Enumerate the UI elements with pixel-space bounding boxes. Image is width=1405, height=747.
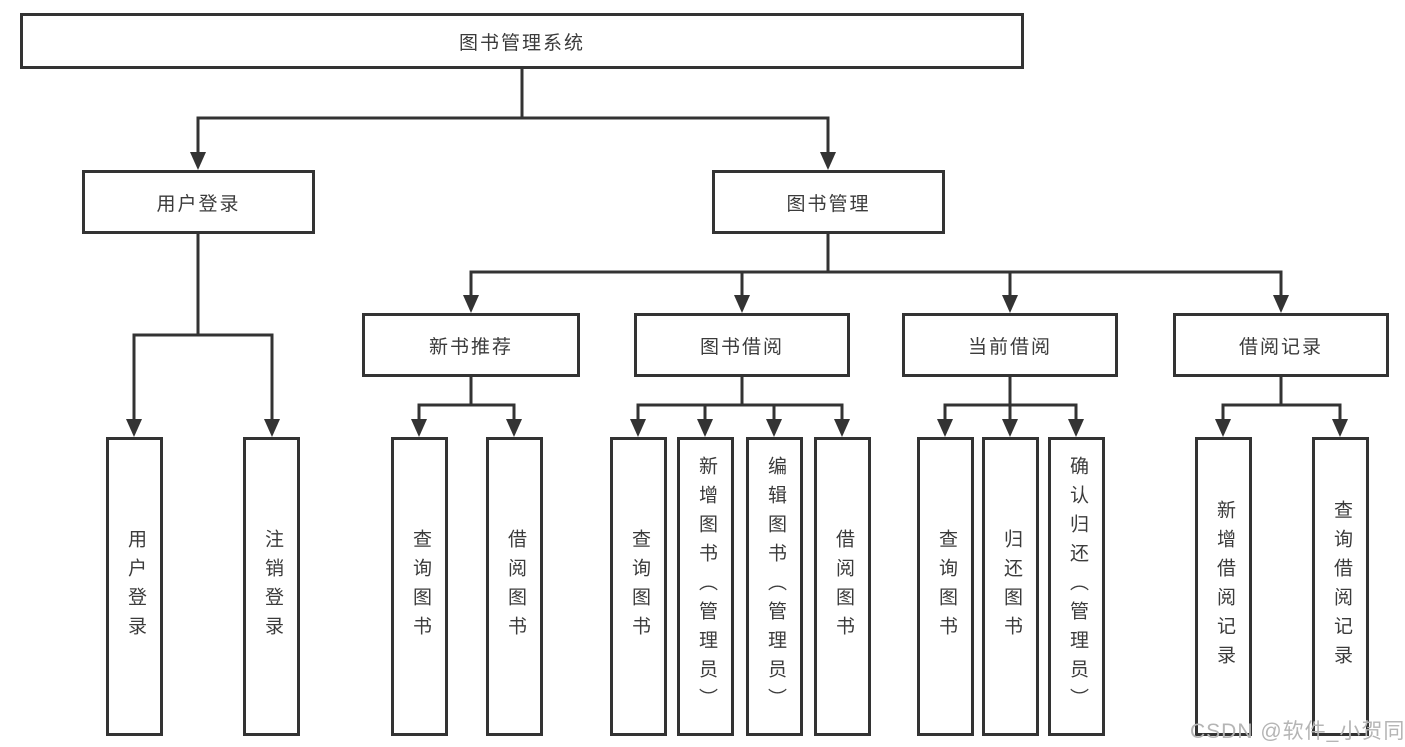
leaf-br-query-record-label: 查询借阅记录 [1330,499,1352,674]
leaf-bb-query-books: 查询图书 [610,437,667,736]
leaf-nb-query-books: 查询图书 [391,437,448,736]
leaf-logout-label: 注销登录 [261,528,283,645]
arrow-down-icons [126,152,1348,437]
node-new-book-recommend-label: 新书推荐 [428,336,513,358]
leaf-bb-edit-books-admin-label: 编辑图书（管理员） [764,456,786,717]
leaf-bb-add-books-admin: 新增图书（管理员） [677,437,734,736]
leaf-nb-query-books-label: 查询图书 [409,528,431,645]
node-root: 图书管理系统 [20,13,1024,69]
node-borrow-records-label: 借阅记录 [1238,336,1323,358]
node-book-borrow-label: 图书借阅 [699,336,784,358]
leaf-cb-query-books-label: 查询图书 [935,528,957,645]
leaf-nb-borrow-books-label: 借阅图书 [504,528,526,645]
leaf-br-add-record: 新增借阅记录 [1195,437,1252,736]
leaf-user-login: 用户登录 [106,437,163,736]
leaf-bb-edit-books-admin: 编辑图书（管理员） [746,437,803,736]
leaf-bb-add-books-admin-label: 新增图书（管理员） [695,456,717,717]
leaf-bb-borrow-books: 借阅图书 [814,437,871,736]
leaf-bb-query-books-label: 查询图书 [628,528,650,645]
leaf-br-add-record-label: 新增借阅记录 [1213,499,1235,674]
node-new-book-recommend: 新书推荐 [362,313,580,377]
node-book-borrow: 图书借阅 [634,313,850,377]
node-borrow-records: 借阅记录 [1173,313,1389,377]
node-user-login: 用户登录 [82,170,315,234]
leaf-logout: 注销登录 [243,437,300,736]
leaf-user-login-label: 用户登录 [124,528,146,645]
leaf-bb-borrow-books-label: 借阅图书 [832,528,854,645]
leaf-cb-return-books-label: 归还图书 [1000,528,1022,645]
node-root-label: 图书管理系统 [458,32,585,54]
leaf-cb-return-books: 归还图书 [982,437,1039,736]
node-book-management: 图书管理 [712,170,945,234]
leaf-cb-query-books: 查询图书 [917,437,974,736]
node-book-management-label: 图书管理 [786,193,871,215]
node-current-borrow: 当前借阅 [902,313,1118,377]
leaf-nb-borrow-books: 借阅图书 [486,437,543,736]
watermark: CSDN @软件_小贺同学 [1190,720,1405,743]
node-current-borrow-label: 当前借阅 [967,336,1052,358]
leaf-cb-confirm-return-admin-label: 确认归还（管理员） [1066,456,1088,717]
leaf-cb-confirm-return-admin: 确认归还（管理员） [1048,437,1105,736]
node-user-login-label: 用户登录 [156,193,241,215]
leaf-br-query-record: 查询借阅记录 [1312,437,1369,736]
